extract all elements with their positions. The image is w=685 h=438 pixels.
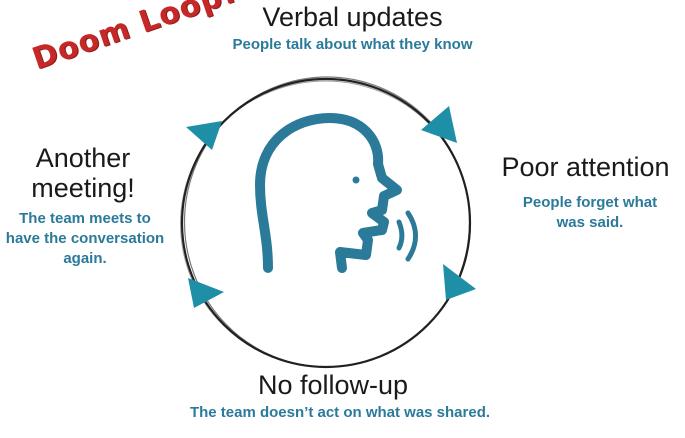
stage-title-another-meeting: Another meeting!	[31, 143, 135, 203]
stage-subtitle-no-follow-up: The team doesn’t act on what was shared.	[189, 404, 491, 421]
cycle-arrow-icon	[188, 278, 224, 308]
stage-title-verbal-updates: Verbal updates	[262, 2, 443, 32]
cycle-arrow-icon	[443, 264, 476, 300]
stage-title-poor-attention: Poor attention	[501, 152, 670, 182]
cycle-ring	[180, 76, 472, 369]
speaking-head-icon	[255, 113, 418, 273]
stage-subtitle-poor-attention: People forget what was said.	[522, 194, 658, 231]
stage-subtitle-another-meeting: The team meets to have the conversation …	[5, 210, 165, 267]
stage-subtitle-verbal-updates: People talk about what they know	[232, 36, 473, 53]
cycle-arrow-icon	[186, 121, 222, 150]
stage-title-no-follow-up: No follow-up	[257, 370, 409, 400]
cycle-arrow-icon	[421, 106, 457, 143]
